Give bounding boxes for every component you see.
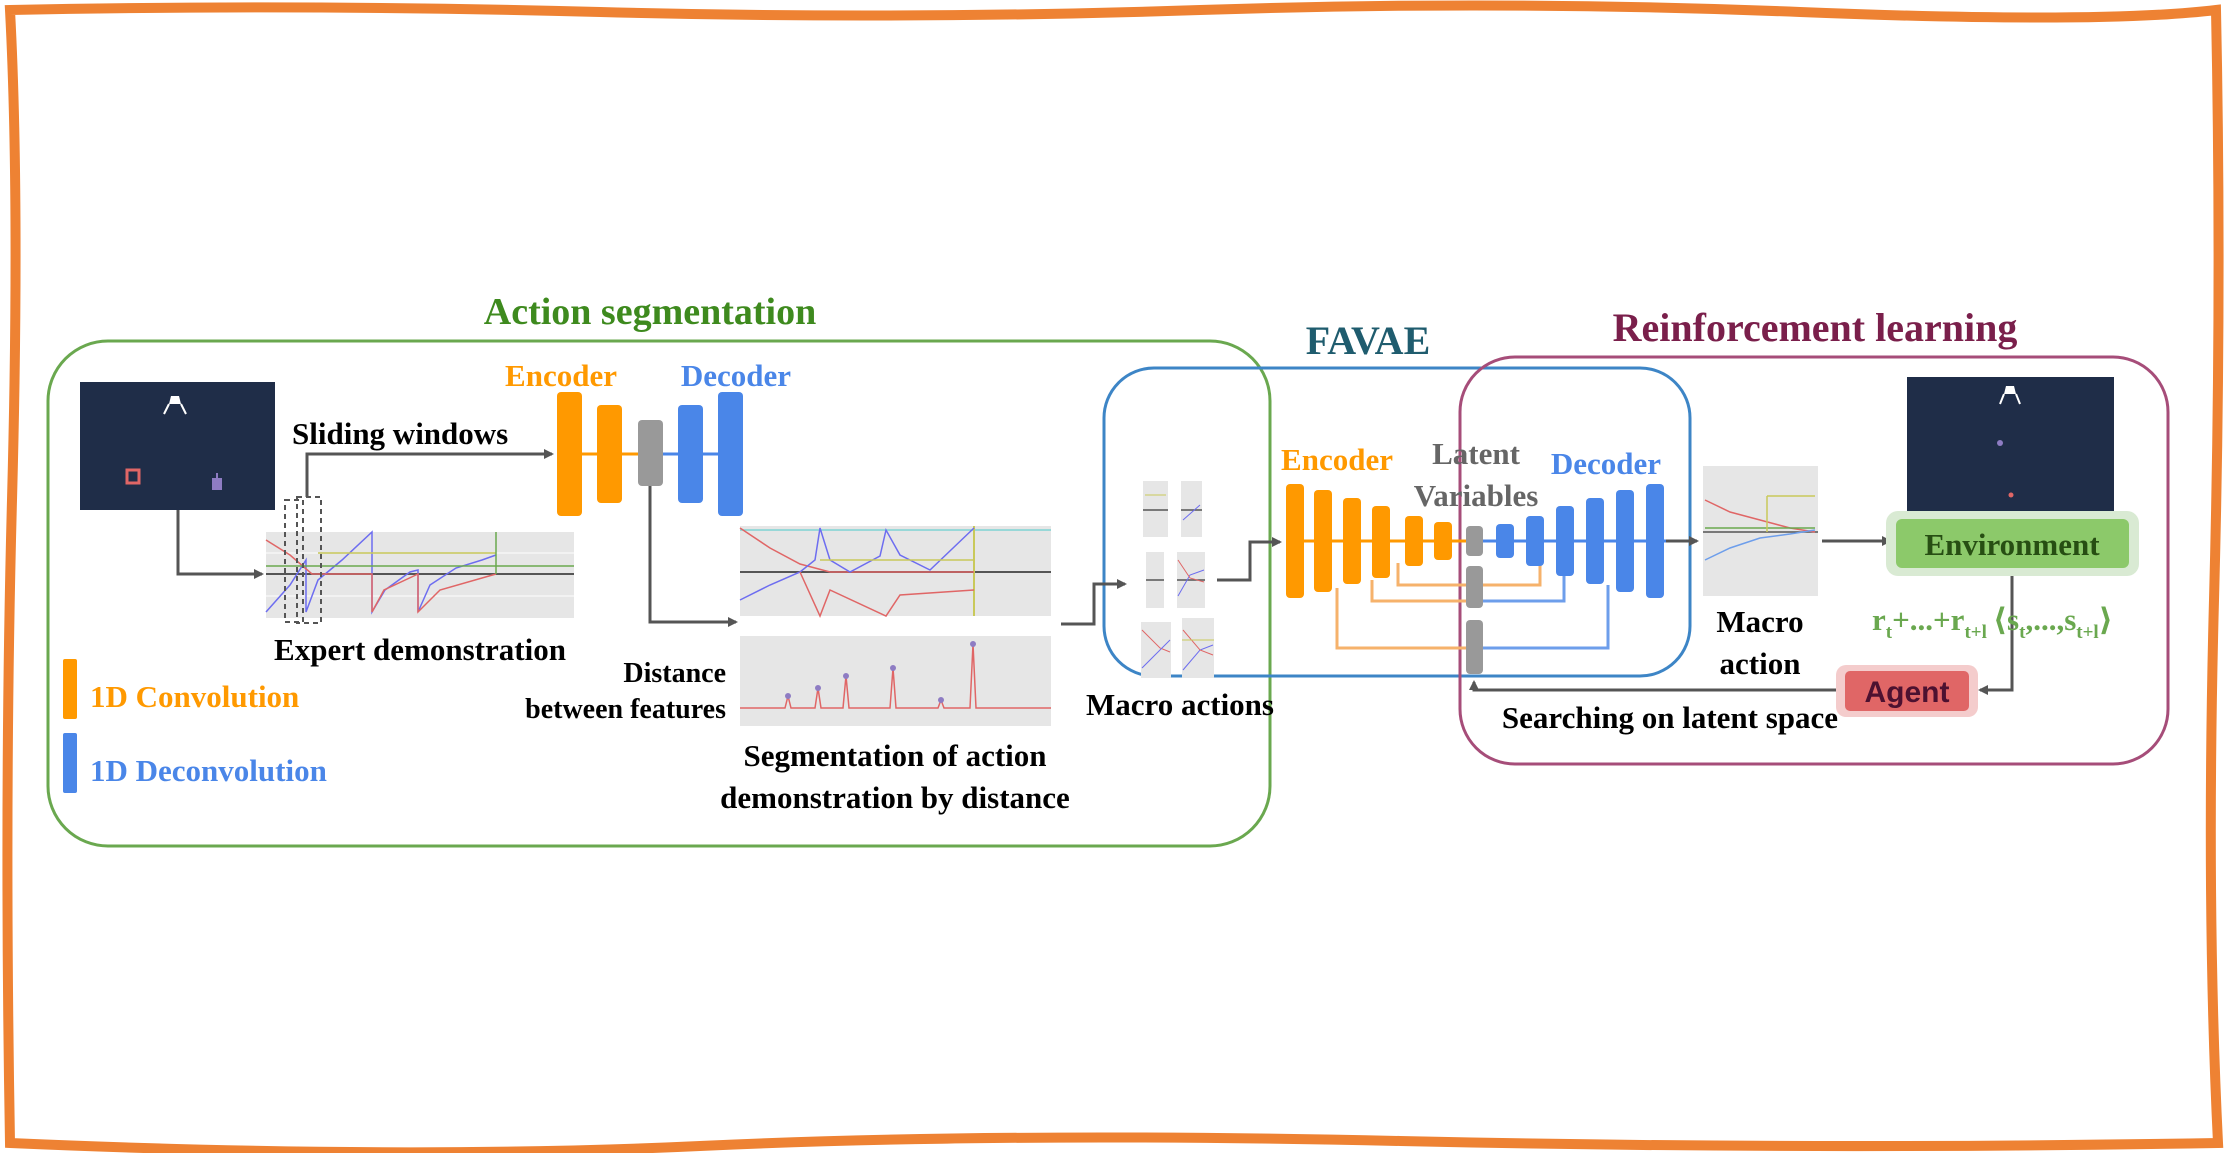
- label-macro-actions: Macro actions: [1086, 687, 1274, 722]
- label-encoder-left: Encoder: [505, 358, 617, 393]
- expert-demonstration-plot: [265, 530, 574, 618]
- arrow-agent-to-latent: [1469, 680, 1836, 692]
- label-encoder-favae: Encoder: [1281, 442, 1393, 477]
- label-agent: Agent: [1865, 676, 1950, 709]
- macro-action-thumbnails: [1141, 481, 1214, 678]
- deconv-block-left-1: [678, 405, 703, 503]
- macro-action-plot: [1703, 466, 1818, 596]
- reinforcement-learning-box: [1458, 355, 2170, 766]
- label-macro-action-line2: action: [1720, 646, 1801, 681]
- favae-deconv-block-1: [1496, 524, 1514, 558]
- latent-block-left: [638, 420, 663, 486]
- label-environment: Environment: [1924, 527, 2100, 562]
- arrow-to-favae-encoder: [1217, 537, 1282, 582]
- label-segmentation-line2: demonstration by distance: [720, 780, 1070, 815]
- svg-text:rt+...+rt+l⟨st,...,st+l⟩: rt+...+rt+l⟨st,...,st+l⟩: [1872, 602, 2113, 643]
- favae-latent-block-3: [1466, 620, 1483, 674]
- label-segmentation-line1: Segmentation of action: [743, 738, 1046, 773]
- reward-state-text: rt+...+rt+l⟨st,...,st+l⟩: [1872, 602, 2113, 643]
- section-title-reinforcement-learning: Reinforcement learning: [1613, 305, 2018, 350]
- label-sliding-windows: Sliding windows: [292, 416, 508, 451]
- deconv-block-left-2: [718, 392, 743, 516]
- section-title-favae: FAVAE: [1306, 318, 1431, 363]
- label-searching-latent: Searching on latent space: [1502, 700, 1838, 735]
- favae-conv-block-3: [1343, 498, 1361, 584]
- section-title-action-segmentation: Action segmentation: [484, 291, 816, 333]
- label-distance-line1: Distance: [623, 658, 726, 689]
- arrow-sliding-windows: [305, 449, 554, 497]
- favae-conv-block-1: [1286, 484, 1304, 598]
- skip-connection-3: [1335, 588, 1474, 650]
- features-plot: [739, 526, 1051, 618]
- favae-deconv-block-2: [1526, 516, 1544, 566]
- favae-conv-block-2: [1314, 490, 1332, 592]
- favae-deconv-block-3: [1556, 506, 1574, 576]
- favae-latent-block-2: [1466, 566, 1483, 608]
- favae-deconv-block-5: [1616, 490, 1634, 592]
- conv-block-left-2: [597, 405, 622, 503]
- arrow-environment-to-agent: [1978, 576, 2014, 695]
- conv-block-left-1: [557, 392, 582, 516]
- label-latent-line1: Latent: [1432, 436, 1521, 471]
- favae-conv-block-4: [1372, 506, 1390, 578]
- arrow-game-to-plot: [176, 510, 264, 579]
- legend-convolution-swatch: [63, 659, 77, 719]
- label-latent-line2: Variables: [1414, 478, 1539, 513]
- sliding-window-box-2: [296, 496, 322, 624]
- legend-deconvolution-label: 1D Deconvolution: [90, 753, 327, 788]
- legend-deconvolution-swatch: [63, 733, 77, 793]
- game-screenshot-left: [80, 382, 275, 510]
- favae-conv-block-6: [1434, 522, 1452, 560]
- arrow-latent-to-features: [648, 486, 738, 627]
- legend-convolution-label: 1D Convolution: [90, 679, 299, 714]
- favae-box: [1102, 366, 1692, 678]
- label-macro-action-line1: Macro: [1716, 604, 1803, 639]
- label-distance-line2: between features: [525, 694, 726, 725]
- label-decoder-favae: Decoder: [1551, 446, 1661, 481]
- distance-plot: [740, 636, 1051, 726]
- favae-deconv-block-6: [1646, 484, 1664, 598]
- label-expert-demonstration: Expert demonstration: [274, 632, 566, 667]
- action-segmentation-box: [46, 339, 1272, 848]
- game-screenshot-right: [1907, 377, 2114, 511]
- arrow-to-macro-actions: [1061, 579, 1127, 626]
- favae-latent-block-1: [1466, 526, 1483, 556]
- favae-conv-block-5: [1405, 516, 1423, 566]
- label-decoder-left: Decoder: [681, 358, 791, 393]
- favae-deconv-block-4: [1586, 498, 1604, 584]
- sliding-window-box-1: [284, 499, 304, 623]
- skip-connection-2: [1370, 580, 1474, 603]
